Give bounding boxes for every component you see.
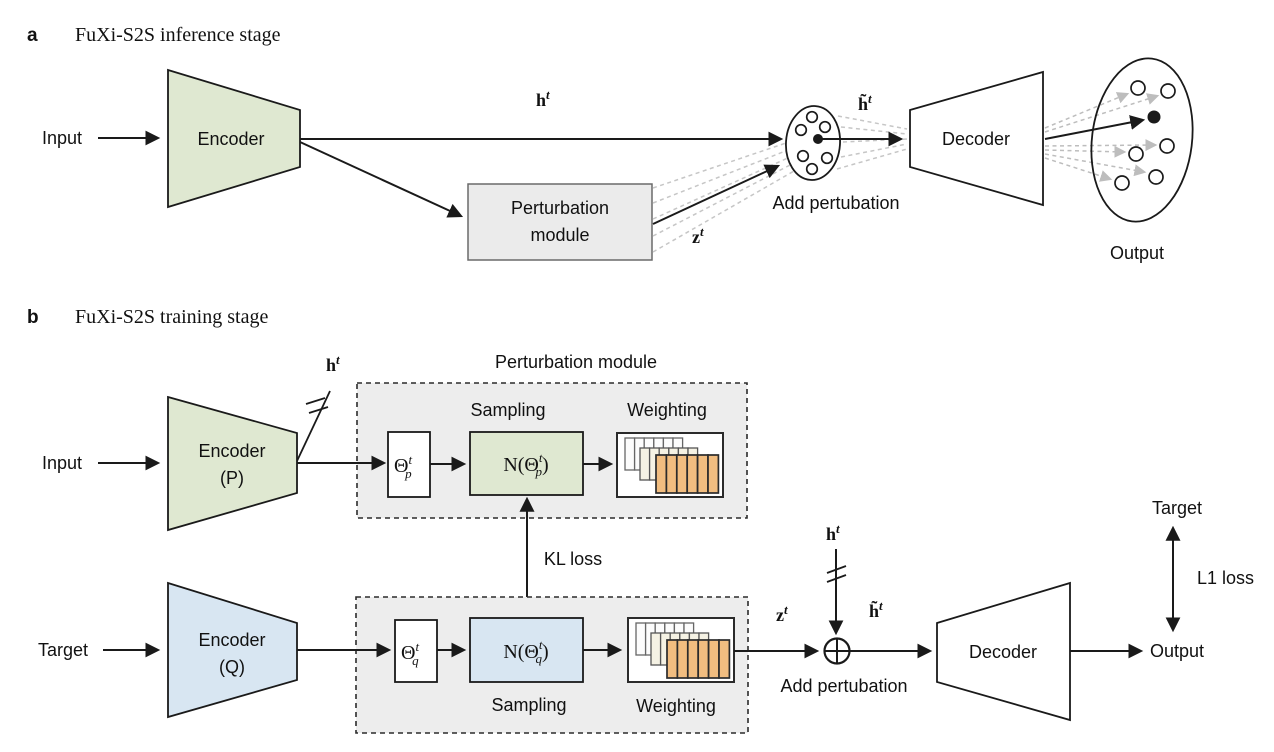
weighting-q-label: Weighting — [636, 696, 716, 716]
sampling-p-box — [469, 431, 584, 496]
h-t-label-b-top: ht — [326, 352, 340, 375]
ellipse-to-decoder-fan — [836, 115, 908, 170]
stop-gradient-line-top — [296, 390, 331, 462]
target-label-b: Target — [38, 640, 88, 660]
encoder-to-perturbation-arrow — [299, 141, 464, 218]
encoder-p-label-line1: Encoder — [198, 441, 265, 461]
sampling-q-box — [469, 617, 584, 683]
encoder-q-shape — [167, 581, 298, 719]
l1-loss-label: L1 loss — [1197, 568, 1254, 588]
target-label-right: Target — [1152, 498, 1202, 518]
output-label-a: Output — [1110, 243, 1164, 263]
z-t-arrow-a — [652, 164, 781, 225]
encoder-q-label-line1: Encoder — [198, 630, 265, 650]
encoder-a-shape — [167, 68, 301, 209]
panel-a: a FuXi-S2S inference stage Input Encoder… — [27, 24, 1194, 263]
encoder-a-label: Encoder — [197, 129, 264, 149]
sampling-q-label: Sampling — [491, 695, 566, 715]
encoder-p-label-line2: (P) — [220, 468, 244, 488]
decoder-a-label: Decoder — [942, 129, 1010, 149]
output-mean-arrow — [1044, 115, 1146, 140]
panel-a-tag: a — [27, 25, 38, 46]
h-t-label-b-mid: ht — [826, 521, 840, 544]
z-t-label-b: zt — [776, 602, 788, 625]
add-icon — [823, 637, 851, 665]
panel-b-tag: b — [27, 307, 39, 328]
input-label-b: Input — [42, 453, 82, 473]
decoder-b-label: Decoder — [969, 642, 1037, 662]
theta-p-box — [387, 431, 431, 498]
weighting-p-label: Weighting — [627, 400, 707, 420]
add-perturbation-label-b: Add pertubation — [780, 676, 907, 696]
panel-b-title: FuXi-S2S training stage — [75, 306, 268, 328]
weighting-p-icon — [616, 432, 724, 498]
add-perturbation-label-a: Add pertubation — [772, 193, 899, 213]
panel-b: b FuXi-S2S training stage ht Input Encod… — [27, 306, 1254, 734]
input-label-a: Input — [42, 128, 82, 148]
perturbation-module-label-line2: module — [530, 225, 589, 245]
z-t-label-a: zt — [692, 224, 704, 247]
stop-gradient-slashes-top — [305, 397, 329, 414]
perturbation-module-title-b: Perturbation module — [495, 352, 657, 372]
perturbation-module-box-a — [467, 183, 653, 261]
h-tilde-label-b: h̃t — [869, 598, 883, 621]
output-label-b: Output — [1150, 641, 1204, 661]
stop-gradient-slashes-mid — [826, 565, 847, 583]
add-perturbation-ensemble-a — [785, 105, 841, 181]
encoder-p-shape — [167, 395, 298, 532]
output-ensemble-a — [1044, 57, 1194, 223]
kl-loss-label: KL loss — [544, 549, 602, 569]
perturbed-state-dot-a — [813, 134, 823, 144]
sampling-p-label: Sampling — [470, 400, 545, 420]
decoder-b-shape — [936, 581, 1071, 722]
output-mean-dot — [1147, 110, 1161, 124]
perturbation-fan-dashed-lines — [652, 142, 795, 253]
encoder-q-label-line2: (Q) — [219, 657, 245, 677]
decoder-a-shape — [909, 70, 1044, 207]
decoder-output-fan — [1044, 92, 1160, 182]
h-t-label-a: ht — [536, 87, 550, 110]
perturbation-module-label-line1: Perturbation — [511, 198, 609, 218]
weighting-q-icon — [627, 617, 735, 683]
theta-q-box — [394, 619, 438, 683]
h-tilde-label-a: h̃t — [858, 91, 872, 114]
panel-a-title: FuXi-S2S inference stage — [75, 24, 281, 46]
